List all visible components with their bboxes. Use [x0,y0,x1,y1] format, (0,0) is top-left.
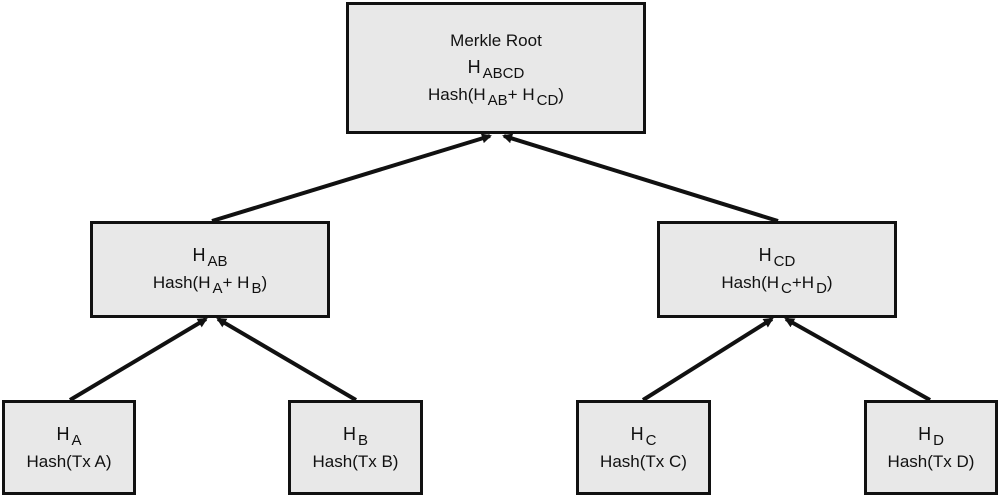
arrow-b-to-ab [216,317,358,402]
root-hash-letter: H [467,56,481,77]
ab-formula-mid: + H [222,273,250,292]
root-formula-mid: + H [507,84,535,104]
cd-formula-prefix: Hash(H [721,273,780,292]
arrow-d-to-cd [784,317,931,402]
cd-formula-mid: +H [791,273,815,292]
root-formula-sub2: CD [536,91,559,109]
leaf-b-hash-subscript: B [357,431,368,449]
root-formula-suffix: ) [558,84,564,104]
merkle-root-title: Merkle Root [450,30,542,50]
leaf-a-formula: Hash(Tx A) [26,451,112,471]
ab-formula-sub1: A [212,280,223,297]
cd-formula-sub1: C [781,280,792,297]
leaf-b-hash-letter: H [342,423,356,444]
ab-formula-suffix: ) [261,273,268,292]
leaf-d-hash-letter: H [918,423,932,444]
cd-hash-subscript: CD [773,253,796,270]
leaf-a-hash-subscript: A [71,431,82,449]
leaf-c-formula: Hash(Tx C) [600,451,687,471]
arrow-a-to-ab [68,317,208,402]
leaf-c-hash-subscript: C [645,431,657,449]
leaf-c-hash-letter: H [630,423,644,444]
cd-formula-sub2: D [816,280,827,297]
arrow-cd-to-root [502,133,779,223]
leaf-b-formula: Hash(Tx B) [312,451,399,471]
cd-hash-letter: H [758,245,772,265]
arrow-ab-to-root [211,133,492,223]
root-formula-prefix: Hash(H [428,84,486,104]
arrow-c-to-cd [641,317,774,402]
ab-hash-letter: H [192,245,206,265]
root-formula-sub1: AB [487,91,508,109]
leaf-a-hash-letter: H [56,423,70,444]
ab-formula-sub2: B [251,280,262,297]
root-hash-subscript: ABCD [482,64,525,82]
ab-formula-prefix: Hash(H [152,273,211,292]
leaf-d-hash-subscript: D [933,431,944,449]
ab-hash-subscript: AB [207,253,228,270]
cd-formula-suffix: ) [826,273,833,292]
leaf-d-formula: Hash(Tx D) [887,451,975,471]
